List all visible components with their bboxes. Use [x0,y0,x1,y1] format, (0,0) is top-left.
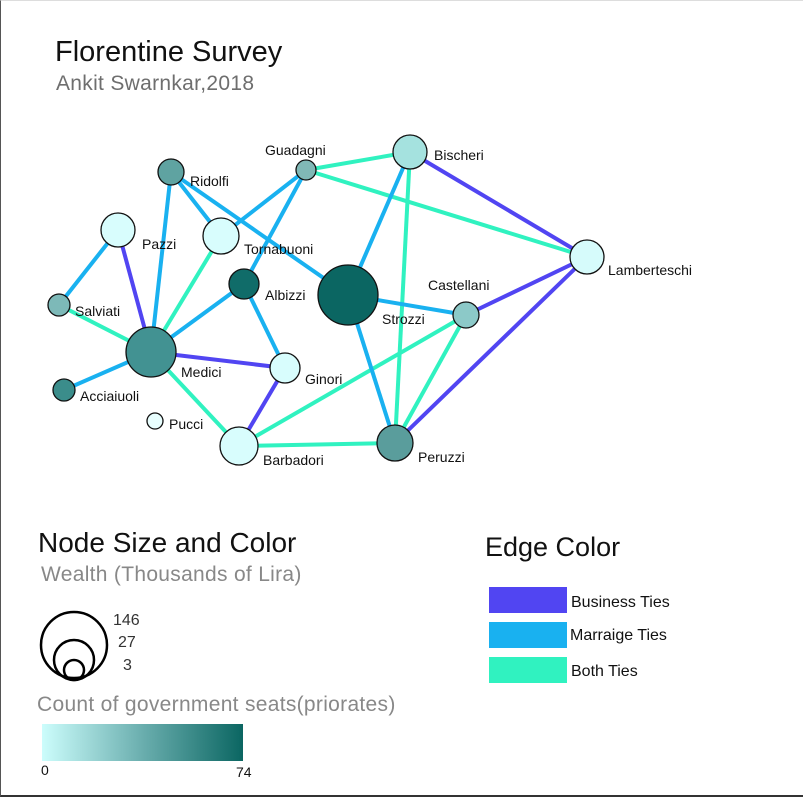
node-ginori[interactable] [269,352,301,384]
edge-barbadori-peruzzi [238,441,396,448]
business-ties-swatch [489,587,567,613]
node-strozzi[interactable] [317,264,379,326]
node-acciaiuoli[interactable] [52,378,76,402]
edge-guadagni-lamberteschi [305,168,588,259]
edge-ridolfi-strozzi [169,170,350,297]
nodes-layer [47,134,605,466]
edge-bischeri-peruzzi [393,151,412,444]
both-ties-swatch [489,657,567,683]
node-label-salviati: Salviati [75,303,120,319]
node-barbadori[interactable] [219,426,259,466]
node-salviati[interactable] [47,293,71,317]
node-label-acciaiuoli: Acciaiuoli [80,388,139,404]
size-label-27: 27 [118,634,136,651]
seats-legend-heading: Count of government seats(priorates) [37,693,396,716]
edge-lamberteschi-castellani [465,255,588,317]
node-label-guadagni: Guadagni [265,142,326,158]
both-ties-label: Both Ties [571,663,638,680]
node-label-bischeri: Bischeri [434,147,484,163]
node-ridolfi[interactable] [157,158,185,186]
node-guadagni[interactable] [295,159,317,181]
node-castellani[interactable] [452,301,480,329]
node-label-strozzi: Strozzi [382,311,425,327]
node-bischeri[interactable] [392,134,428,170]
node-tornabuoni[interactable] [202,217,240,255]
node-label-albizzi: Albizzi [265,287,305,303]
business-ties-label: Business Ties [571,594,670,611]
marriage-ties-label: Marraige Ties [570,627,667,644]
edge-ridolfi-medici [149,171,173,353]
size-label-3: 3 [123,657,132,674]
seats-color-scale [42,724,243,761]
node-label-peruzzi: Peruzzi [418,449,465,465]
node-label-medici: Medici [181,364,221,380]
node-pazzi[interactable] [100,212,136,248]
edge-bischeri-lamberteschi [408,150,589,259]
edge-guadagni-albizzi [242,169,308,285]
seats-min-label: 0 [41,762,49,778]
marriage-ties-swatch [489,622,567,648]
chart-subtitle: Ankit Swarnkar,2018 [56,72,255,95]
size-legend-circles [39,610,109,682]
seats-max-label: 74 [236,764,252,780]
node-label-ginori: Ginori [305,371,342,387]
node-albizzi[interactable] [228,268,260,300]
node-label-tornabuoni: Tornabuoni [244,241,313,257]
edge-lamberteschi-peruzzi [393,255,589,445]
node-pucci[interactable] [146,412,164,430]
chart-title: Florentine Survey [55,36,283,68]
size-legend-circle-146 [39,610,109,680]
node-legend-heading: Node Size and Color [38,527,297,558]
size-label-146: 146 [113,612,140,629]
node-label-lamberteschi: Lamberteschi [608,262,692,278]
node-peruzzi[interactable] [376,424,414,462]
edge-castellani-barbadori [238,313,467,448]
edge-castellani-peruzzi [393,314,468,444]
node-label-castellani: Castellani [428,277,489,293]
node-label-barbadori: Barbadori [263,452,324,468]
node-label-pazzi: Pazzi [142,236,176,252]
edge-legend-heading: Edge Color [485,532,621,562]
node-lamberteschi[interactable] [569,239,605,275]
node-label-pucci: Pucci [169,416,203,432]
size-legend-circle-3 [62,658,86,682]
node-legend-subheading: Wealth (Thousands of Lira) [41,563,302,586]
node-label-ridolfi: Ridolfi [190,173,229,189]
node-medici[interactable] [125,326,177,378]
